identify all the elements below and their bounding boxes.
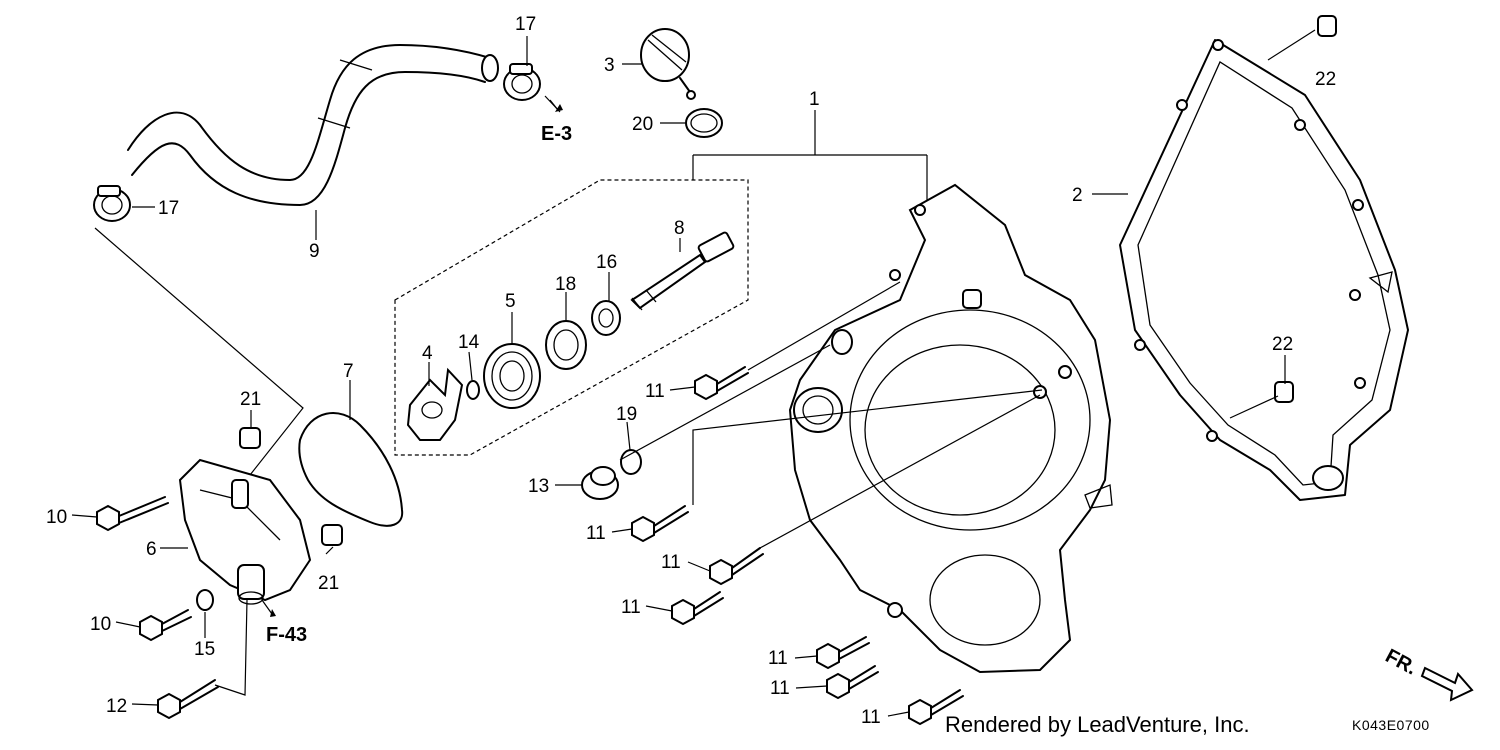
water-pump-cover-6 [178,458,312,605]
callout-7: 7 [343,361,354,382]
callout-10-lower: 10 [90,614,111,635]
callout-17-upper: 17 [515,14,536,35]
callout-11-d: 11 [621,597,641,618]
washer-16 [591,300,621,336]
right-crankcase-cover-1 [788,183,1113,674]
impeller-4 [406,367,464,441]
bolt-10-upper [96,496,169,532]
ref-f43: F-43 [266,624,307,646]
gasket-7 [298,412,404,527]
plug-13 [581,466,619,500]
callout-16: 16 [596,252,617,273]
callout-20: 20 [632,114,653,135]
pump-group-outline [394,179,749,456]
callout-4: 4 [422,343,433,364]
o-ring-20 [685,108,723,138]
callout-17-lower: 17 [158,198,179,219]
callout-22-upper: 22 [1315,69,1336,90]
callout-14: 14 [458,332,480,353]
callout-13: 13 [528,476,549,497]
dowel-21-upper [239,427,261,449]
washer-15 [196,589,214,611]
water-hose [127,44,499,206]
callout-22-lower: 22 [1272,334,1293,355]
washer-14 [466,380,480,400]
leader-lines [71,29,1316,717]
callout-10-upper: 10 [46,507,67,528]
front-direction-arrow: FR. [1382,645,1474,702]
cover-bolts-11 [631,366,964,726]
callout-11-c: 11 [661,552,681,573]
rendered-by-credit: Rendered by LeadVenture, Inc. [945,712,1250,737]
bolt-12 [157,679,219,720]
callout-15: 15 [194,639,215,660]
dowel-22-lower [1274,381,1294,403]
callout-8: 8 [674,218,685,239]
o-ring-19 [620,449,642,475]
callout-11-e: 11 [768,648,788,669]
pump-shaft-8 [630,231,735,311]
callout-11-a: 11 [645,381,665,402]
callout-6: 6 [146,539,157,560]
bolt-10-lower [139,609,192,642]
cover-gasket-2 [1119,39,1409,501]
callout-9: 9 [309,241,320,262]
cap-3 [640,28,696,100]
callout-18: 18 [555,274,576,295]
callout-5: 5 [505,291,516,312]
ref-e3: E-3 [541,123,572,145]
callout-19: 19 [616,404,637,425]
ref-fr: FR. [1382,645,1421,680]
callout-21-upper: 21 [240,389,261,410]
mechanical-seal-5 [483,343,541,409]
callout-21-lower: 21 [318,573,339,594]
hose-clamp-lower [93,185,131,222]
callout-3: 3 [604,55,615,76]
callout-11-g: 11 [861,707,881,728]
hose-clamp-upper [503,63,541,101]
dowel-22-upper [1317,15,1337,37]
callout-2: 2 [1072,185,1083,206]
dowel-21-lower [321,524,343,546]
callout-labels: 1 2 3 4 5 6 7 8 9 10 10 11 11 11 11 11 1… [46,14,1336,728]
callout-11-b: 11 [586,523,606,544]
callout-12: 12 [106,696,127,717]
callout-11-f: 11 [770,678,790,699]
diagram-code: K043E0700 [1352,717,1430,733]
oil-seal-18 [545,320,587,370]
callout-1: 1 [809,89,820,110]
